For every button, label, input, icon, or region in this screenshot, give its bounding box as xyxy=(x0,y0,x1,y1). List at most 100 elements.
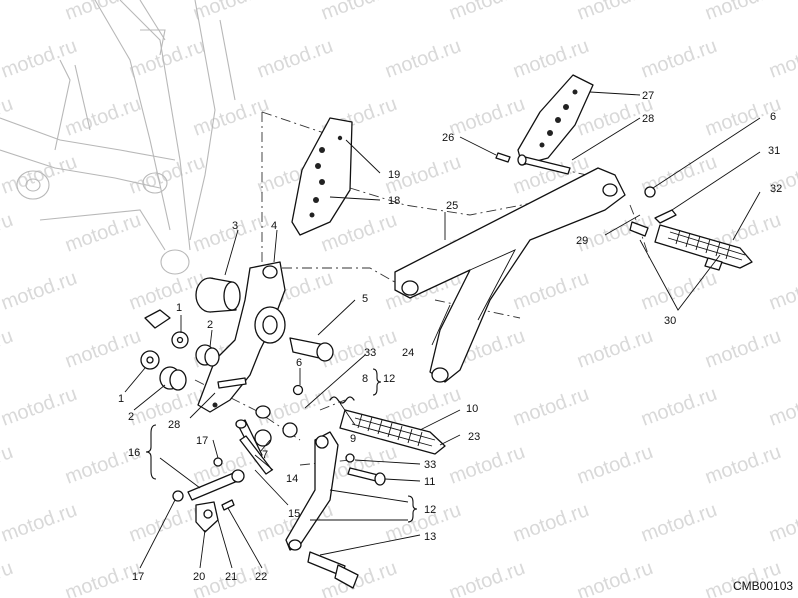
watermark-text: motod.ru xyxy=(702,325,784,373)
callout-23: 23 xyxy=(468,431,480,443)
watermark-text: motod.ru xyxy=(0,557,16,598)
watermark-text: motod.ru xyxy=(0,0,16,25)
callout-6-lower: 6 xyxy=(296,357,302,369)
spacer-5 xyxy=(289,337,334,362)
callout-20: 20 xyxy=(193,571,205,583)
callout-26: 26 xyxy=(442,132,454,144)
callout-27: 27 xyxy=(642,90,654,102)
callout-30: 30 xyxy=(664,315,676,327)
brace-12-upper xyxy=(372,368,382,396)
washer-1-upper xyxy=(171,331,189,349)
watermark-text: motod.ru xyxy=(62,93,144,141)
screw-31 xyxy=(654,209,677,224)
footrest-bracket xyxy=(394,167,626,383)
bushing-2-upper xyxy=(195,344,220,367)
bushing-7 xyxy=(254,422,298,447)
watermark-text: motod.ru xyxy=(446,0,528,25)
spacer-3 xyxy=(195,277,241,313)
watermark-text: motod.ru xyxy=(638,267,720,315)
callout-9: 9 xyxy=(350,433,356,445)
callout-13: 13 xyxy=(424,531,436,543)
callout-7: 7 xyxy=(262,449,268,461)
pin-upper xyxy=(517,154,571,175)
callout-24: 24 xyxy=(402,347,414,359)
watermark-text: motod.ru xyxy=(510,499,592,547)
heel-guard-plate-upper xyxy=(517,74,594,166)
callout-17-upper: 17 xyxy=(196,435,208,447)
rear-set-bracket xyxy=(197,261,286,413)
callout-28-lower: 28 xyxy=(168,419,180,431)
watermark-text: motod.ru xyxy=(766,383,798,431)
washer-1-lower xyxy=(140,350,160,370)
callout-15: 15 xyxy=(288,508,300,520)
callout-14: 14 xyxy=(286,473,298,485)
nut-lower xyxy=(292,384,304,396)
pedal-toe-peg xyxy=(307,551,359,589)
rod-end-20 xyxy=(195,501,219,533)
callout-28-upper: 28 xyxy=(642,113,654,125)
callout-5: 5 xyxy=(362,293,368,305)
nut-right xyxy=(644,186,656,198)
callout-8: 8 xyxy=(362,373,368,385)
diagram-code: CMB00103 xyxy=(733,579,793,593)
callout-31: 31 xyxy=(768,145,780,157)
callout-16: 16 xyxy=(128,447,140,459)
spring-9 xyxy=(329,396,355,404)
callout-33-upper: 33 xyxy=(364,347,376,359)
watermark-text: motod.ru xyxy=(574,325,656,373)
brace-12-lower xyxy=(407,495,418,523)
callout-2-upper: 2 xyxy=(207,319,213,331)
leader-lines xyxy=(124,91,761,569)
watermark-text: motod.ru xyxy=(702,0,784,25)
callout-labels: 27 28 26 6 31 32 29 30 25 24 19 18 3 4 5… xyxy=(118,90,782,583)
watermark-text: motod.ru xyxy=(638,499,720,547)
callout-2-lower: 2 xyxy=(128,411,134,423)
callout-4: 4 xyxy=(271,220,277,232)
watermark-text: motod.ru xyxy=(446,557,528,598)
callout-1-lower: 1 xyxy=(118,393,124,405)
watermark-text: motod.ru xyxy=(126,35,208,83)
callout-19: 19 xyxy=(388,169,400,181)
frame-ghost xyxy=(0,0,236,275)
callout-22: 22 xyxy=(255,571,267,583)
heel-guard-plate xyxy=(291,117,353,236)
callout-17-lower: 17 xyxy=(132,571,144,583)
watermark-text: motod.ru xyxy=(190,209,272,257)
callout-21: 21 xyxy=(225,571,237,583)
watermark-text: motod.ru xyxy=(510,383,592,431)
bolt-11 xyxy=(347,467,386,486)
watermark-text: motod.ru xyxy=(0,383,80,431)
footpeg-pedal xyxy=(339,409,446,455)
stud-left xyxy=(144,309,171,329)
watermark-text: motod.ru xyxy=(0,267,80,315)
bushing-2-lower xyxy=(159,366,187,391)
watermark-text: motod.ru xyxy=(190,0,272,25)
screw-26 xyxy=(495,152,511,163)
watermark-text: motod.ru xyxy=(0,93,16,141)
watermark-text: motod.ru xyxy=(190,93,272,141)
watermark-text: motod.ru xyxy=(0,499,80,547)
watermark-text: motod.ru xyxy=(62,325,144,373)
screw-22 xyxy=(221,499,235,511)
watermark-text: motod.ru xyxy=(574,0,656,25)
callout-6-right: 6 xyxy=(770,111,776,123)
gear-pedal xyxy=(285,431,339,551)
watermark-text: motod.ru xyxy=(574,557,656,598)
watermark-text: motod.ru xyxy=(766,267,798,315)
washer-stack xyxy=(255,405,271,419)
callout-10: 10 xyxy=(466,403,478,415)
watermark-text: motod.ru xyxy=(766,35,798,83)
nut-33-lower xyxy=(345,453,355,463)
watermark-text: motod.ru xyxy=(446,441,528,489)
watermark-text: motod.ru xyxy=(638,383,720,431)
callout-32: 32 xyxy=(770,183,782,195)
callout-11: 11 xyxy=(424,476,435,488)
pin-lower xyxy=(217,377,247,389)
watermark-text: motod.ru xyxy=(638,35,720,83)
watermark-text: motod.ru xyxy=(0,441,16,489)
watermark-text: motod.ru xyxy=(574,441,656,489)
callout-1-upper: 1 xyxy=(176,302,182,314)
watermark-text: motod.ru xyxy=(382,35,464,83)
